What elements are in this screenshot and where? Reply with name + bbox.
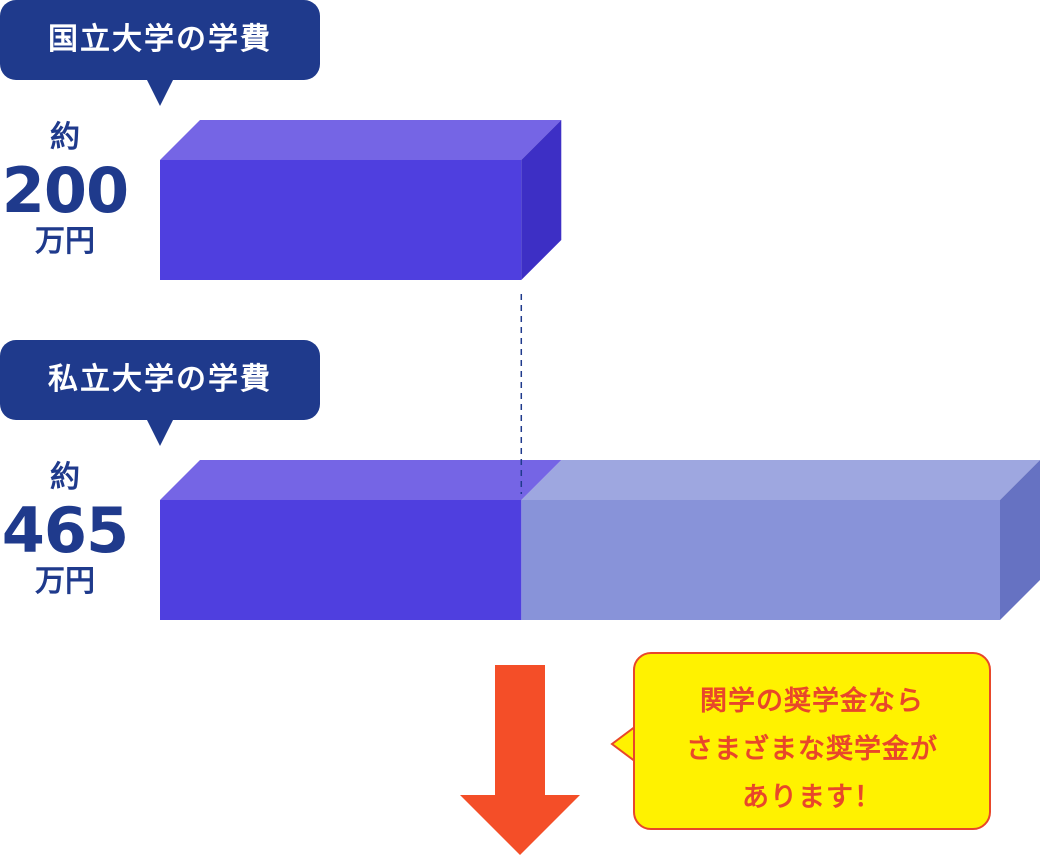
down-arrow-icon xyxy=(460,665,580,855)
bar-private-extra-top xyxy=(521,460,1040,500)
callout-line-3: あります！ xyxy=(742,782,882,813)
private-unit: 万円 xyxy=(35,564,95,599)
private-value: 465 xyxy=(1,494,129,567)
national-tag: 国立大学の学費 xyxy=(0,0,320,106)
national-value-label: 約 200 万円 xyxy=(0,118,130,260)
private-tag: 私立大学の学費 xyxy=(0,340,320,446)
callout-line-2: さまざまな奨学金が xyxy=(686,734,938,765)
private-prefix: 約 xyxy=(50,460,80,495)
bar-national-top xyxy=(160,120,562,160)
bar-private-extra-front xyxy=(521,500,1000,620)
private-value-label: 約 465 万円 xyxy=(0,458,130,600)
bar-private-base-top xyxy=(160,460,562,500)
national-value: 200 xyxy=(1,154,129,227)
bar-private-base-front xyxy=(160,500,522,620)
national-unit: 万円 xyxy=(35,224,95,259)
scholarship-callout: 関学の奨学金なら さまざまな奨学金が あります！ xyxy=(633,652,991,830)
national-prefix: 約 xyxy=(50,120,80,155)
bar-national-side xyxy=(521,120,562,280)
bar-private-extra-side xyxy=(1000,460,1040,620)
callout-line-1: 関学の奨学金なら xyxy=(700,686,924,717)
bar-national-front xyxy=(160,160,522,280)
